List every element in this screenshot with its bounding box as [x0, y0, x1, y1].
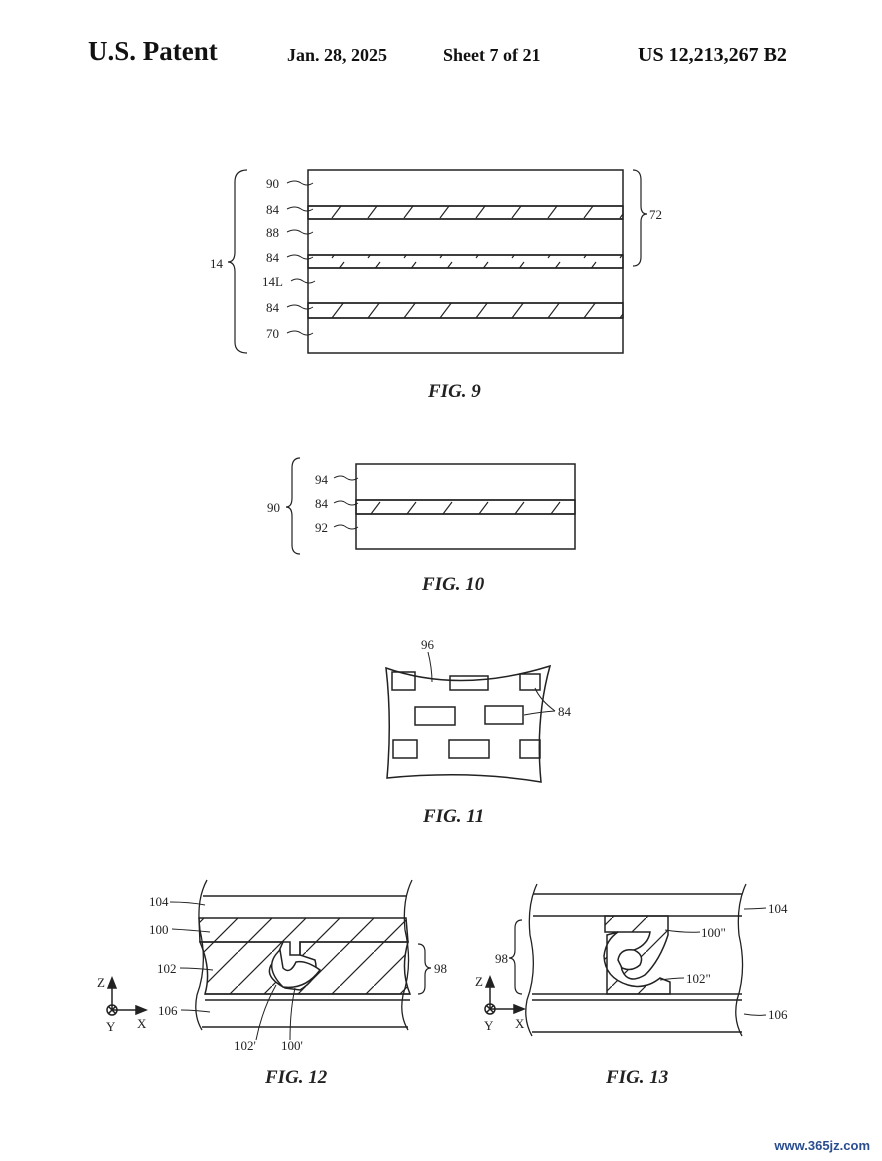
fig11-label-96: 96: [421, 637, 435, 652]
fig13-label-104: 104: [768, 901, 788, 916]
patent-date: Jan. 28, 2025: [287, 45, 388, 65]
fig11-label-84: 84: [558, 704, 572, 719]
fig11-caption: FIG. 11: [422, 806, 484, 827]
patent-number: US 12,213,267 B2: [638, 44, 787, 66]
fig9-label-70: 70: [266, 326, 279, 341]
fig12-label-104: 104: [149, 894, 169, 909]
fig12-axis-x: X: [137, 1016, 147, 1031]
fig13-axis-z: Z: [475, 974, 483, 989]
fig12-label-100: 100: [149, 922, 169, 937]
fig12-caption: FIG. 12: [264, 1067, 328, 1088]
fig9-label-90: 90: [266, 176, 279, 191]
watermark: www.365jz.com: [774, 1138, 870, 1153]
sheet-number: Sheet 7 of 21: [443, 45, 541, 65]
fig12-axis-y: Y: [106, 1019, 116, 1034]
fig12-label-102: 102: [157, 961, 177, 976]
fig9-label-84b: 84: [266, 250, 280, 265]
fig13-label-100dprime: 100": [701, 925, 726, 940]
fig9-label-14L: 14L: [262, 274, 283, 289]
patent-title: U.S. Patent: [88, 36, 218, 66]
figure-9: [227, 169, 648, 354]
fig9-label-84c: 84: [266, 300, 280, 315]
figure-13: [484, 883, 767, 1037]
fig12-label-100prime: 100': [281, 1038, 303, 1053]
fig9-label-84a: 84: [266, 202, 280, 217]
fig13-axis-x: X: [515, 1016, 525, 1031]
fig13-label-102dprime: 102": [686, 971, 711, 986]
fig13-label-106: 106: [768, 1007, 788, 1022]
figure-12: [106, 879, 432, 1041]
fig9-caption: FIG. 9: [427, 381, 481, 402]
fig10-label-92: 92: [315, 520, 328, 535]
fig10-label-94: 94: [315, 472, 329, 487]
fig12-label-106: 106: [158, 1003, 178, 1018]
fig13-caption: FIG. 13: [605, 1067, 668, 1088]
fig12-label-102prime: 102': [234, 1038, 256, 1053]
fig9-label-88: 88: [266, 225, 279, 240]
fig13-label-98: 98: [495, 951, 508, 966]
fig9-brace-14: 14: [210, 256, 224, 271]
figure-10: [285, 457, 576, 555]
fig9-brace-72: 72: [649, 207, 662, 222]
fig10-label-84: 84: [315, 496, 329, 511]
fig12-label-98: 98: [434, 961, 447, 976]
fig12-axis-z: Z: [97, 975, 105, 990]
fig13-axis-y: Y: [484, 1018, 494, 1033]
figure-11: [385, 651, 556, 783]
fig10-caption: FIG. 10: [421, 574, 485, 595]
fig10-brace-90: 90: [267, 500, 280, 515]
